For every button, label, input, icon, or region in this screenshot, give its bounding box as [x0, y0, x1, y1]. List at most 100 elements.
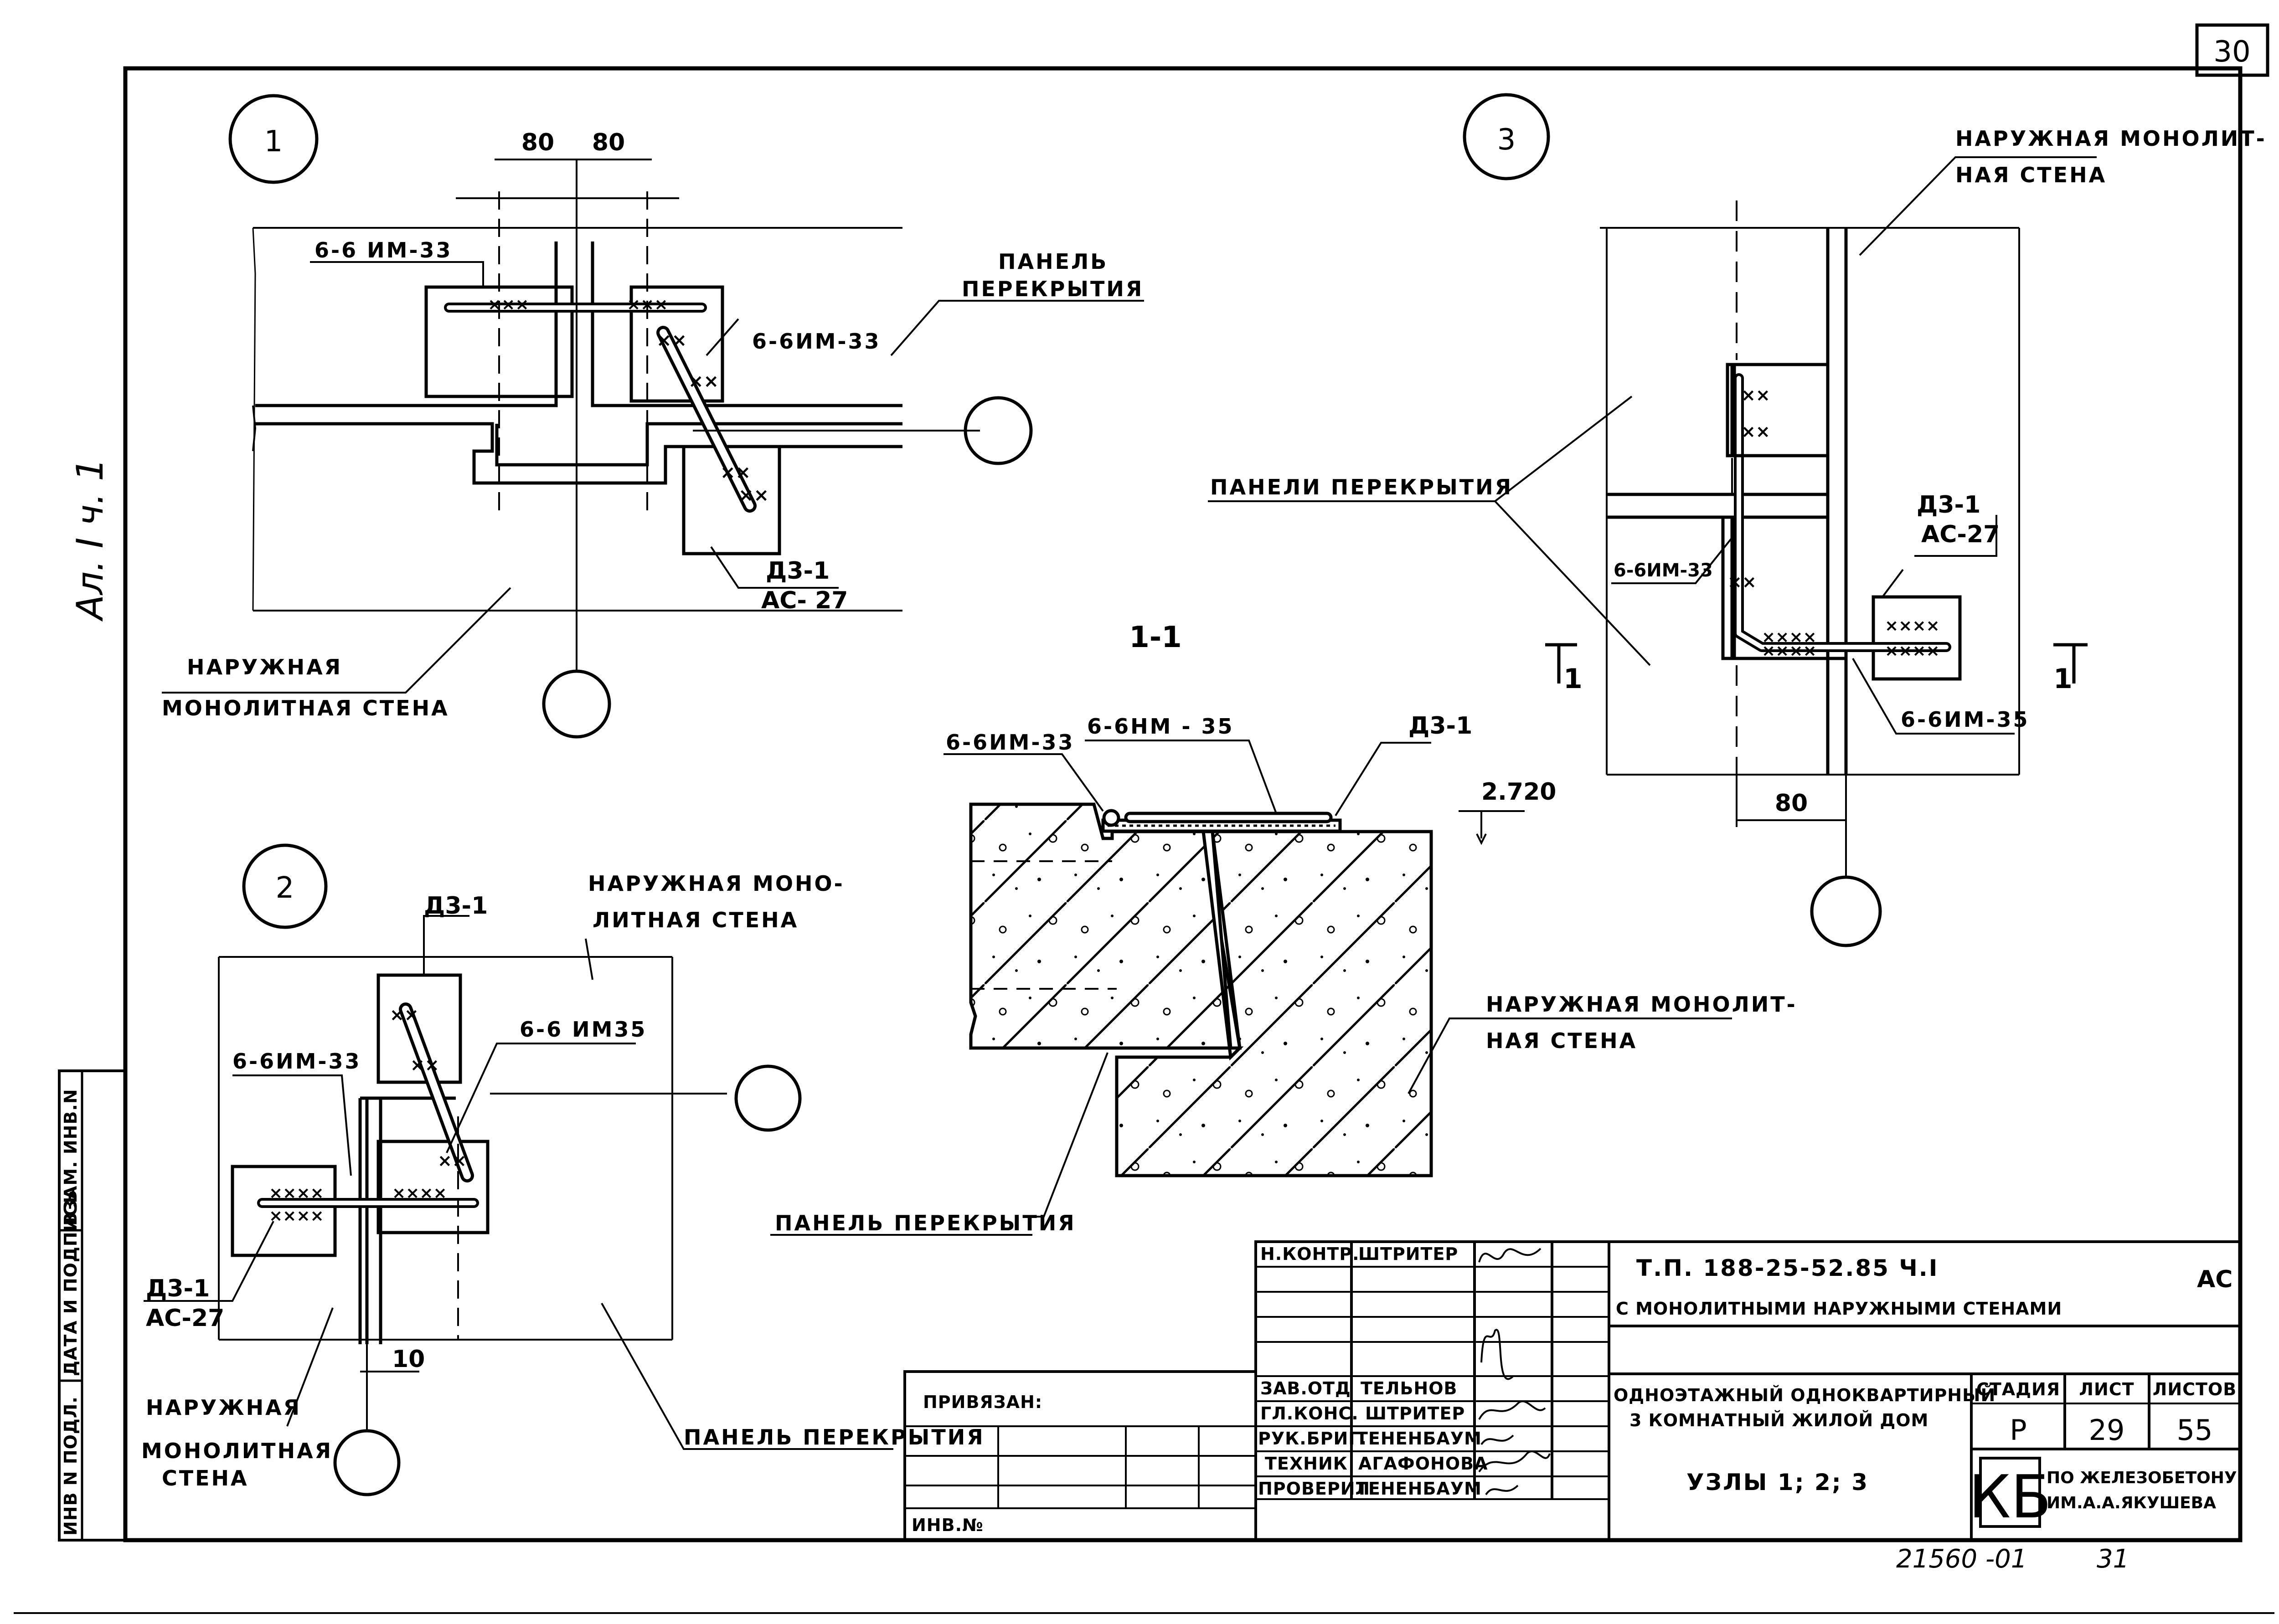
- node-1-plate-2: АС- 27: [761, 587, 848, 614]
- role-name: АГАФОНОВА: [1358, 1454, 1488, 1474]
- project-code: Т.П. 188-25-52.85 Ч.I: [1636, 1255, 1939, 1281]
- svg-text:××: ××: [656, 330, 687, 351]
- node-1-dim-right: 80: [592, 129, 625, 156]
- inv-no-label: ИНВ.№: [912, 1515, 984, 1535]
- svg-text:×××: ×××: [488, 295, 529, 314]
- node-2-number: 2: [276, 871, 294, 905]
- node-2-plate-2: АС-27: [146, 1305, 224, 1332]
- org-line-1: ПО ЖЕЛЕЗОБЕТОНУ: [2047, 1469, 2237, 1487]
- svg-text:××××: ××××: [269, 1207, 324, 1225]
- building-line-2: 3 КОМНАТНЫЙ ЖИЛОЙ ДОМ: [1629, 1410, 1928, 1430]
- section-mark-right: 1: [2053, 663, 2073, 695]
- svg-text:××××: ××××: [1885, 617, 1940, 635]
- node-3-number: 3: [1497, 123, 1516, 157]
- role-label: ПРОВЕРИЛ: [1258, 1479, 1370, 1499]
- node-3-rebar-bottom: 6-6ИМ-35: [1901, 707, 2029, 732]
- node-1-rebar-right: 6-6ИМ-33: [752, 329, 881, 354]
- role-label: РУК.БРИГ.: [1258, 1429, 1367, 1449]
- drawing-frame: [123, 66, 2243, 1542]
- node-3-dim: 80: [1775, 790, 1808, 817]
- svg-text:××: ××: [1727, 572, 1757, 592]
- node-3-wall-label-1: НАРУЖНАЯ МОНОЛИТ-: [1955, 126, 2267, 151]
- node-2-wall-label-2: ЛИТНАЯ СТЕНА: [593, 908, 799, 932]
- page-number: 31: [2097, 1544, 2129, 1574]
- node-3: [1208, 93, 2097, 947]
- svg-text:××: ××: [438, 1151, 467, 1171]
- project-subtitle: С МОНОЛИТНЫМИ НАРУЖНЫМИ СТЕНАМИ: [1616, 1299, 2062, 1319]
- svg-text:××: ××: [720, 462, 751, 483]
- node-1-rebar-left: 6-6 ИМ-33: [315, 238, 453, 262]
- role-label: ЗАВ.ОТД: [1260, 1378, 1351, 1398]
- section-rebar-top: 6-6НМ - 35: [1087, 714, 1234, 739]
- node-2-dim-gap: 10: [392, 1346, 425, 1373]
- svg-text:×××: ×××: [627, 295, 668, 314]
- node-1-dim-left: 80: [521, 129, 554, 156]
- svg-text:××: ××: [1741, 385, 1770, 405]
- archive-number: 21560 -01: [1896, 1544, 2027, 1574]
- sheet-number: 30: [2213, 35, 2250, 69]
- role-label: ГЛ.КОНС.: [1260, 1403, 1359, 1424]
- sheets-header: ЛИСТОВ: [2153, 1379, 2237, 1399]
- svg-text:××: ××: [1741, 421, 1770, 442]
- node-2-plate-1: Д3-1: [146, 1275, 210, 1302]
- section-elevation: 2.720: [1481, 778, 1556, 806]
- role-name: ТЕНЕНБАУМ: [1356, 1479, 1482, 1499]
- side-strip: ИНВ N ПОДЛ. ДАТА И ПОДПИСЬ ВЗАМ. ИНВ.N: [58, 1069, 127, 1542]
- role-name: ШТРИТЕР: [1358, 1244, 1458, 1264]
- role-label: Н.КОНТР.: [1260, 1244, 1360, 1264]
- node-1-number: 1: [264, 125, 283, 159]
- node-2-plate-top: Д3-1: [424, 892, 488, 920]
- svg-text:××××: ××××: [1762, 628, 1817, 647]
- org-line-2: ИМ.А.А.ЯКУШЕВА: [2047, 1494, 2216, 1512]
- node-2-rebar-diag: 6-6 ИМ35: [520, 1017, 647, 1042]
- node-3-panels-label: ПАНЕЛИ ПЕРЕКРЫТИЯ: [1210, 475, 1513, 499]
- svg-text:××××: ××××: [392, 1184, 447, 1203]
- title-block: [903, 1240, 2242, 1542]
- node-1-wall-label-1: НАРУЖНАЯ: [187, 655, 342, 679]
- org-logo-box: [1979, 1457, 2041, 1528]
- section-wall-label-1: НАРУЖНАЯ МОНОЛИТ-: [1486, 992, 1797, 1017]
- stage-value: Р: [2010, 1413, 2026, 1447]
- node-3-plate-1: Д3-1: [1917, 491, 1980, 519]
- node-3-wall-label-2: НАЯ СТЕНА: [1955, 163, 2107, 187]
- node-3-plate-2: АС-27: [1921, 521, 2000, 548]
- node-3-rebar-left: 6-6ИМ-33: [1614, 560, 1713, 581]
- section-panel-label: ПАНЕЛЬ ПЕРЕКРЫТИЯ: [775, 1211, 1076, 1235]
- role-label: ТЕХНИК: [1265, 1454, 1348, 1474]
- stage-header: СТАДИЯ: [1976, 1379, 2060, 1399]
- sheet-title: УЗЛЫ 1; 2; 3: [1686, 1469, 1869, 1496]
- node-1-plate-1: Д3-1: [766, 557, 830, 585]
- node-1: [162, 94, 1144, 739]
- svg-text:××: ××: [688, 371, 719, 392]
- node-2-wall2-label-2: МОНОЛИТНАЯ: [141, 1439, 333, 1463]
- building-line-1: ОДНОЭТАЖНЫЙ ОДНОКВАРТИРНЫЙ: [1614, 1385, 1995, 1405]
- album-label: Ал. I ч. 1: [69, 458, 111, 622]
- drawing-mark: АС: [2197, 1266, 2233, 1293]
- node-2: [144, 843, 893, 1496]
- section-1-1: [770, 740, 1732, 1236]
- section-mark-left: 1: [1563, 663, 1583, 695]
- section-plate: Д3-1: [1408, 712, 1472, 740]
- role-name: ТЕЛЬНОВ: [1361, 1378, 1457, 1398]
- node-2-rebar-left: 6-6ИМ-33: [232, 1049, 361, 1074]
- node-2-wall-label-1: НАРУЖНАЯ МОНО-: [588, 871, 845, 896]
- node-2-wall2-label-1: НАРУЖНАЯ: [146, 1395, 301, 1420]
- sheets-value: 55: [2177, 1413, 2213, 1447]
- node-2-panel-label: ПАНЕЛЬ ПЕРЕКРЫТИЯ: [684, 1425, 985, 1449]
- svg-text:××××: ××××: [1762, 642, 1817, 660]
- svg-text:××: ××: [390, 1005, 419, 1025]
- svg-text:××××: ××××: [269, 1184, 324, 1203]
- node-1-panel-label-1: ПАНЕЛЬ: [998, 249, 1108, 274]
- signatures: [1478, 1248, 1551, 1496]
- section-wall-label-2: НАЯ СТЕНА: [1486, 1028, 1637, 1053]
- node-2-wall2-label-3: СТЕНА: [162, 1466, 249, 1490]
- svg-text:××: ××: [738, 485, 769, 506]
- section-rebar-left: 6-6ИМ-33: [946, 730, 1074, 755]
- svg-text:ВЗАМ. ИНВ.N: ВЗАМ. ИНВ.N: [61, 1089, 81, 1226]
- sheet-header: ЛИСТ: [2079, 1379, 2134, 1399]
- org-logo: КБ: [1969, 1462, 2051, 1531]
- node-1-wall-label-2: МОНОЛИТНАЯ СТЕНА: [162, 696, 449, 720]
- sheet-value: 29: [2089, 1413, 2125, 1447]
- svg-text:ИНВ N ПОДЛ.: ИНВ N ПОДЛ.: [61, 1396, 81, 1536]
